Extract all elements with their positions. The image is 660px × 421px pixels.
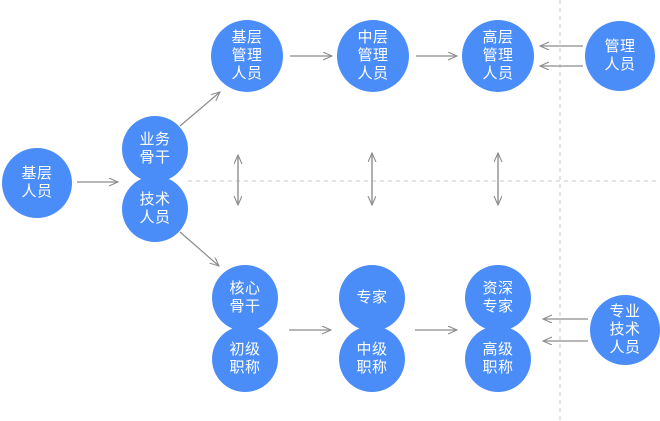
node-business[interactable]: 业务骨干 [122, 116, 188, 182]
node-label-line: 骨干 [139, 149, 171, 166]
node-label-line: 人员 [21, 183, 53, 200]
edge-technical-to-core [179, 231, 219, 266]
node-label-line: 管理 [231, 47, 263, 65]
node-label-line: 管理 [604, 38, 636, 56]
node-expert-senior[interactable]: 资深专家 [465, 265, 531, 331]
node-label-line: 管理 [482, 47, 514, 65]
node-expert[interactable]: 专家 [339, 265, 405, 331]
node-label-line: 职称 [482, 359, 514, 376]
node-label-line: 高级 [482, 341, 514, 359]
node-label-line: 管理 [357, 47, 389, 65]
node-label-line: 职称 [356, 359, 388, 376]
node-label-line: 专家 [482, 298, 514, 315]
node-label-line: 核心 [229, 280, 261, 298]
node-mgr-senior[interactable]: 高层管理人员 [462, 20, 534, 92]
node-label-line: 人员 [231, 64, 263, 82]
node-mgr-junior[interactable]: 基层管理人员 [211, 20, 283, 92]
node-label-line: 人员 [604, 56, 636, 73]
node-label-line: 职称 [229, 359, 261, 376]
node-technical[interactable]: 技术人员 [122, 176, 188, 242]
node-label-line: 人员 [139, 209, 171, 226]
node-tech-role[interactable]: 专业技术人员 [590, 295, 660, 365]
node-label-line: 资深 [482, 280, 514, 298]
node-label-line: 中级 [356, 341, 388, 359]
node-label-line: 技术 [609, 321, 641, 339]
node-label-line: 人员 [609, 338, 641, 356]
node-core-backbone[interactable]: 核心骨干 [212, 265, 278, 331]
node-label-line: 中层 [357, 29, 389, 47]
edge-business-to-mgr-junior [179, 92, 220, 127]
node-label-line: 技术 [139, 191, 171, 209]
node-label-line: 人员 [482, 64, 514, 82]
node-label-line: 基层 [21, 165, 53, 183]
node-label-line: 专业 [609, 303, 641, 321]
node-label-line: 基层 [231, 29, 263, 47]
node-title-junior[interactable]: 初级职称 [212, 326, 278, 392]
node-entry[interactable]: 基层人员 [2, 148, 72, 218]
node-mgr-middle[interactable]: 中层管理人员 [337, 20, 409, 92]
node-label-line: 骨干 [229, 298, 261, 315]
node-label-line: 业务 [139, 131, 171, 149]
node-label-line: 人员 [357, 64, 389, 82]
node-title-middle[interactable]: 中级职称 [339, 326, 405, 392]
node-label-line: 专家 [356, 289, 388, 307]
node-mgr-role[interactable]: 管理人员 [585, 21, 655, 91]
node-title-senior[interactable]: 高级职称 [465, 326, 531, 392]
node-label-line: 初级 [229, 341, 261, 359]
node-label-line: 高层 [482, 29, 514, 47]
